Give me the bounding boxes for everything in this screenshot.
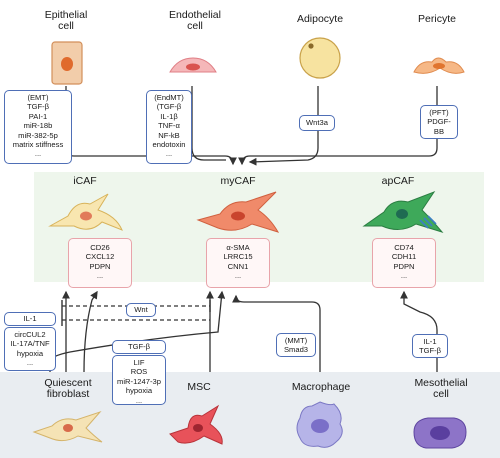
pericyte-title: Pericyte xyxy=(418,13,456,25)
macrophage-cell-icon xyxy=(296,401,343,448)
epithelial-factors-box: (EMT) TGF-β PAI-1 miR-18b miR-382-5p mat… xyxy=(4,90,72,164)
edge-pericyte-mycaf xyxy=(238,86,438,166)
apcaf-title: apCAF xyxy=(381,175,415,187)
mesothelial-factors-box: IL-1 TGF-β xyxy=(412,334,448,358)
msc-factors-box: LIF ROS miR-1247-3p hypoxia ... xyxy=(112,355,166,405)
macrophage-title: Macrophage xyxy=(291,381,351,393)
mycaf-cell-icon xyxy=(196,191,280,233)
pericyte-cell-icon xyxy=(413,57,465,74)
adipocyte-factors-box: Wnt3a xyxy=(299,115,335,131)
endothelial-factors-box: (EndMT) (TGF-β IL-1β TNF-α NF-kB endotox… xyxy=(146,90,192,164)
mycaf-markers-box: α-SMA LRRC15 CNN1 ... xyxy=(206,238,270,288)
mycaf-title: myCAF xyxy=(220,175,256,187)
apcaf-markers-box: CD74 CDH11 PDPN ... xyxy=(372,238,436,288)
msc-title: MSC xyxy=(187,381,211,393)
icaf-title: iCAF xyxy=(73,175,97,187)
pericyte-factors-box: (PFT) PDGF- BB xyxy=(420,105,458,139)
bottom-band xyxy=(0,372,500,458)
top-band xyxy=(0,0,500,172)
quiescent-fibroblast-icon xyxy=(32,410,103,443)
il1-box: IL-1 xyxy=(4,312,56,326)
adipocyte-cell-icon xyxy=(299,37,341,79)
wnt-box: Wnt xyxy=(126,303,156,317)
mesothelial-cell-icon xyxy=(413,417,467,449)
icaf-cell-icon xyxy=(48,193,123,231)
icaf-markers-box: CD26 CXCL12 PDPN ... xyxy=(68,238,132,288)
tgfb-box: TGF-β xyxy=(112,340,166,354)
quiescent-factors-box: circCUL2 IL-17A/TNF hypoxia ... xyxy=(4,327,56,371)
edge-mesothelial-apcaf xyxy=(400,290,438,372)
edge-macrophage-mycaf xyxy=(232,294,321,372)
macrophage-factors-box: (MMT) Smad3 xyxy=(276,333,316,357)
msc-cell-icon xyxy=(169,404,223,445)
endothelial-cell-icon xyxy=(169,57,217,73)
apcaf-cell-icon xyxy=(362,190,444,233)
edge-msc-icaf xyxy=(83,290,98,373)
adipocyte-title: Adipocyte xyxy=(296,13,344,25)
edge-endothelial-mycaf xyxy=(191,86,226,161)
epithelial-cell-icon xyxy=(51,41,83,85)
